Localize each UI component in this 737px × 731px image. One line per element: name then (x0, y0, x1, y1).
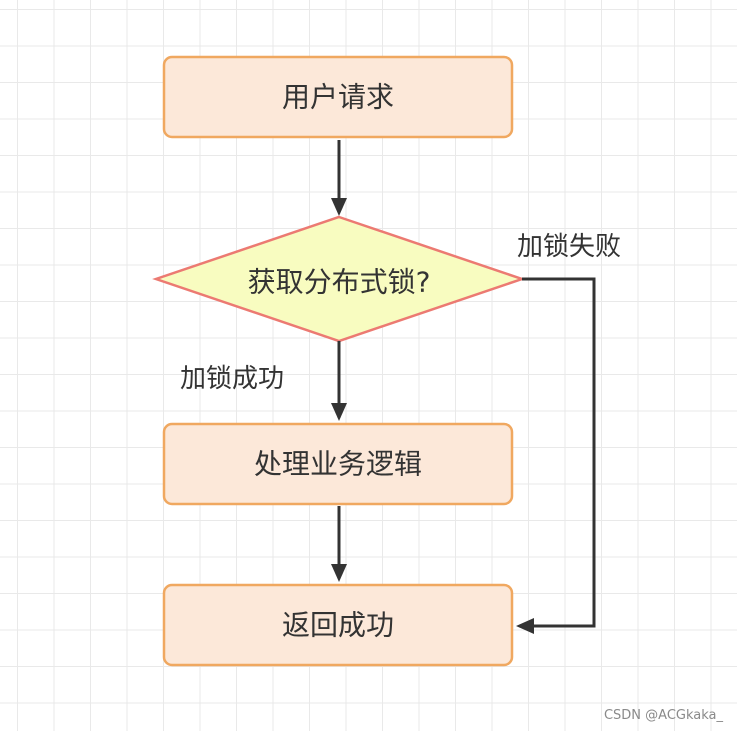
node-handle-logic-label: 处理业务逻辑 (254, 448, 422, 481)
node-handle-logic: 处理业务逻辑 (162, 422, 514, 506)
edge-label-lock-fail: 加锁失败 (517, 232, 621, 262)
arrowhead-logic-to-return (331, 564, 347, 582)
node-user-request-label: 用户请求 (282, 81, 394, 114)
node-acquire-lock-label: 获取分布式锁? (248, 266, 431, 299)
node-user-request: 用户请求 (162, 55, 514, 139)
node-acquire-lock: 获取分布式锁? (152, 215, 526, 343)
node-handle-logic-box (162, 422, 514, 506)
arrowhead-decision-to-return (516, 618, 534, 634)
arrowhead-decision-to-logic (331, 403, 347, 421)
arrowhead-request-to-decision (331, 198, 347, 216)
edge-label-lock-success: 加锁成功 (180, 364, 284, 394)
node-return-success-label: 返回成功 (282, 609, 394, 642)
watermark: CSDN @ACGkaka_ (603, 708, 723, 723)
node-user-request-box (162, 55, 514, 139)
node-return-success-box (162, 583, 514, 667)
node-return-success: 返回成功 (162, 583, 514, 667)
edge-decision-to-return (520, 277, 596, 628)
